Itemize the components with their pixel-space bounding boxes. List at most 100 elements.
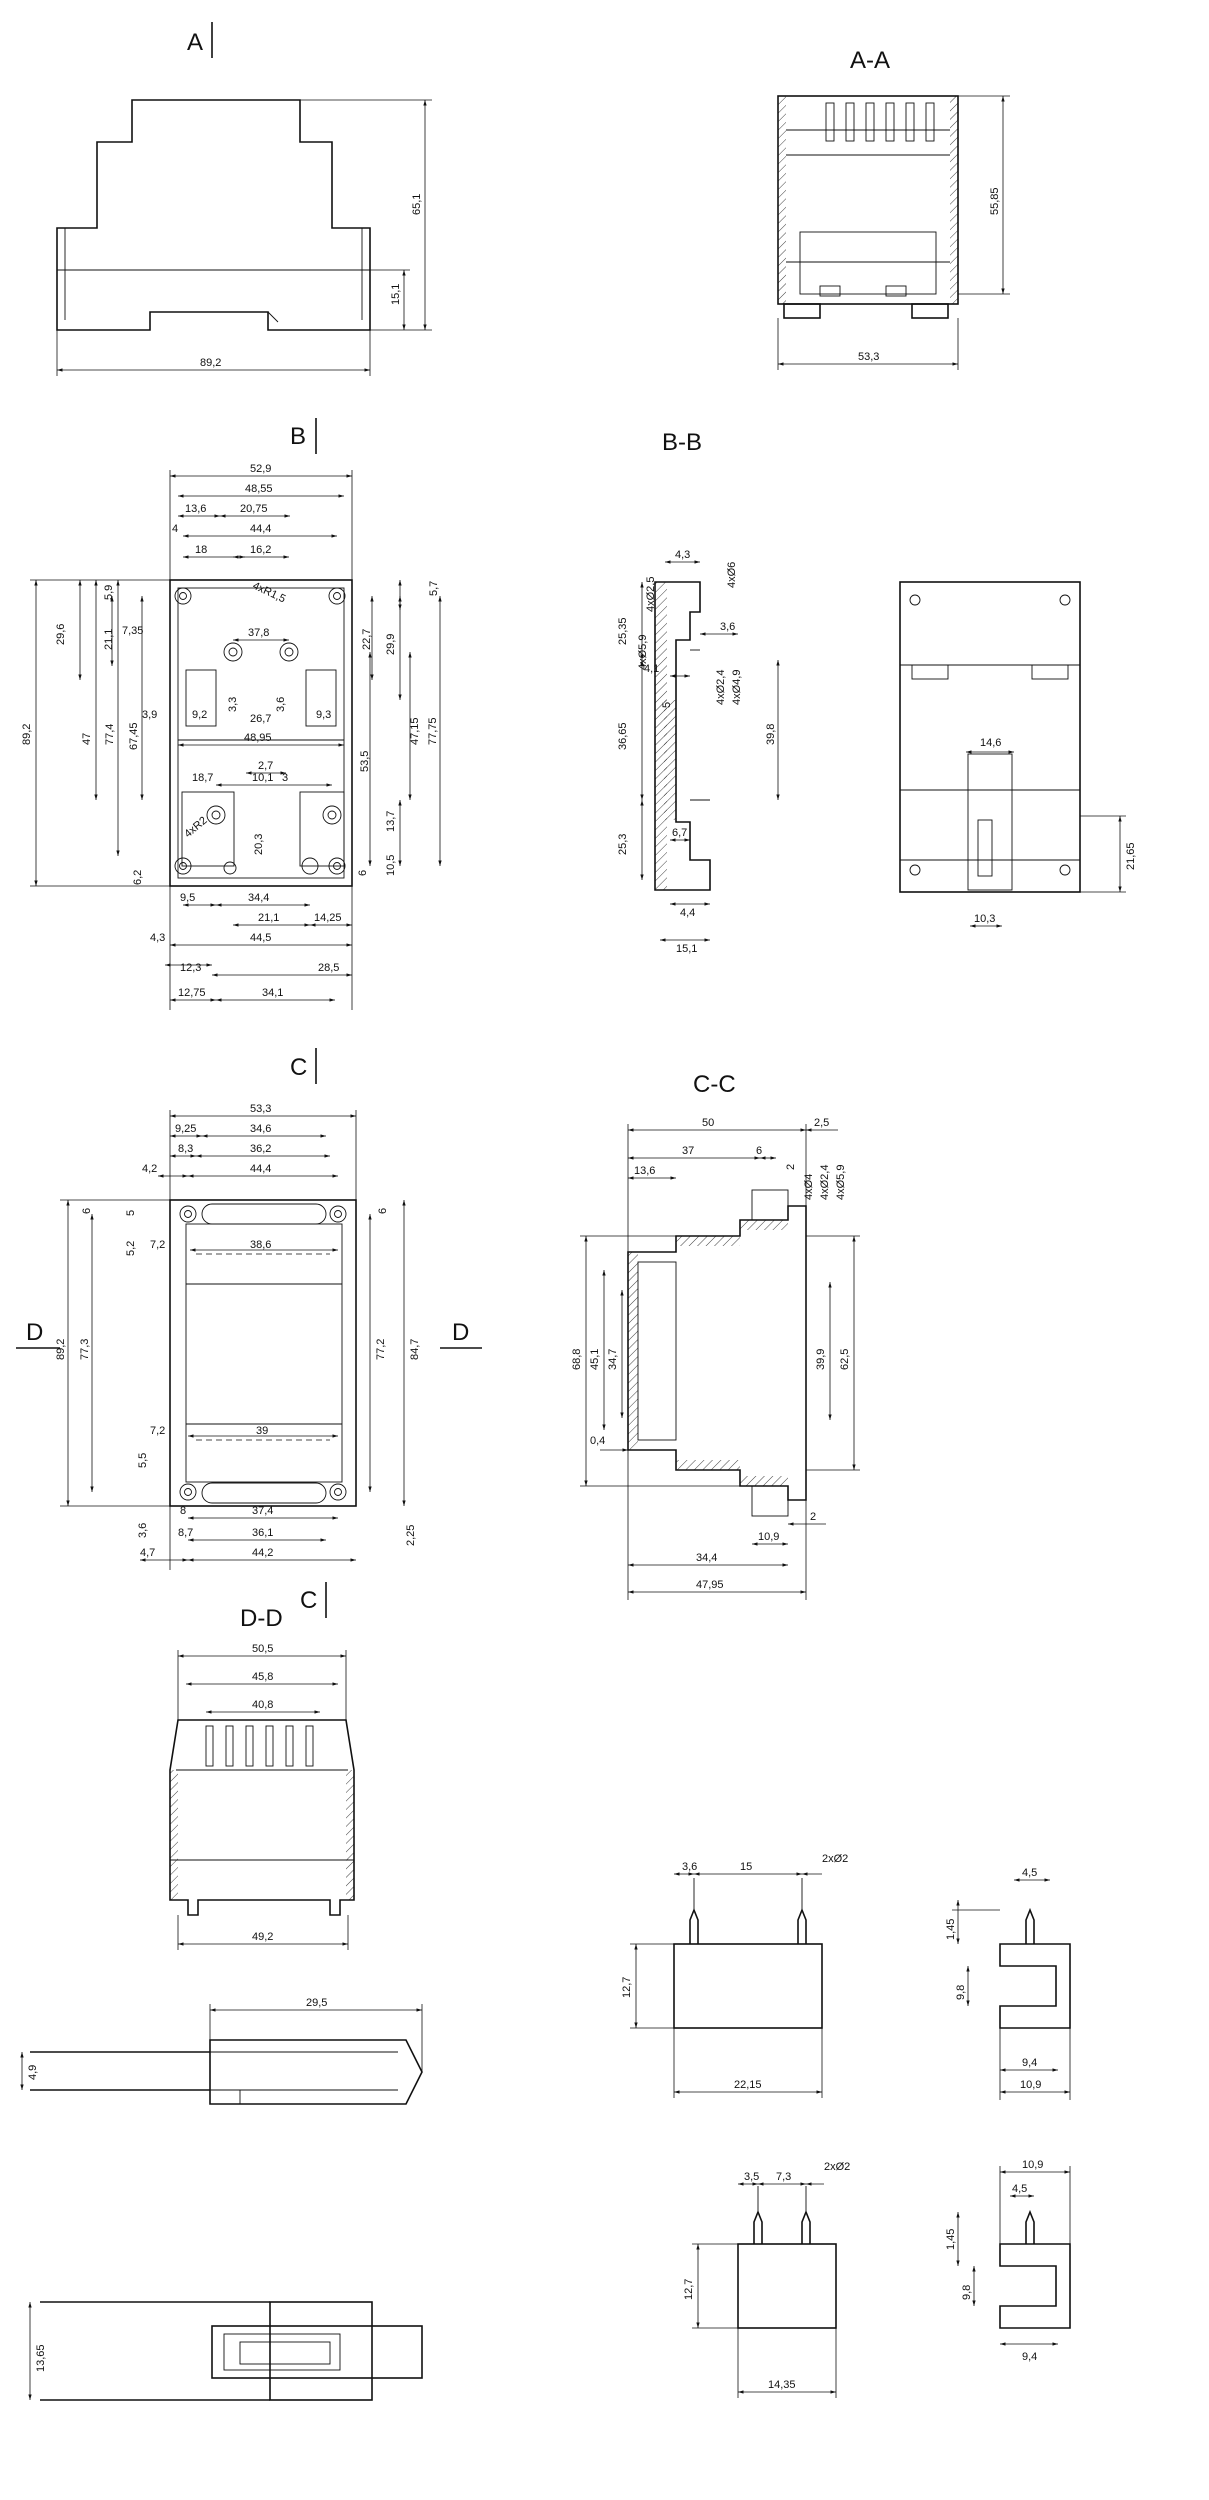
dim-dd-50-5: 50,5 bbox=[252, 1643, 273, 1655]
dim-c-39: 39 bbox=[256, 1425, 268, 1437]
dim-cc-2b: 2 bbox=[810, 1511, 816, 1523]
dim-c-9-25: 9,25 bbox=[175, 1123, 196, 1135]
dim-b-47: 47 bbox=[81, 733, 93, 745]
dim-b-18-7: 18,7 bbox=[192, 772, 213, 784]
section-cc-title: C-C bbox=[693, 1071, 736, 1098]
dim-b-4xr2: 4xR2 bbox=[182, 815, 209, 841]
dim-c-2-25: 2,25 bbox=[405, 1525, 417, 1546]
dim-b-53-5: 53,5 bbox=[359, 751, 371, 772]
dim-bb-25-35: 25,35 bbox=[617, 617, 629, 645]
terminal-block-2-view bbox=[692, 2182, 837, 2398]
dim-c-7-2b: 7,2 bbox=[150, 1425, 165, 1437]
dim-b-44-4: 44,4 bbox=[250, 523, 271, 535]
dim-bb-6-7: 6,7 bbox=[672, 827, 687, 839]
cc-section-view bbox=[580, 1124, 860, 1600]
dim-c-37-4: 37,4 bbox=[252, 1505, 273, 1517]
dim-c-5-2: 5,2 bbox=[125, 1241, 137, 1256]
dim-b-4-3: 4,3 bbox=[150, 932, 165, 944]
dim-c-5-5: 5,5 bbox=[137, 1453, 149, 1468]
dim-c-8-7: 8,7 bbox=[178, 1527, 193, 1539]
terminal-block-1-side-view bbox=[952, 1878, 1071, 2100]
terminal-block-2-side-view bbox=[956, 2166, 1071, 2346]
section-b-marker: B bbox=[290, 423, 306, 450]
dim-c-44-2: 44,2 bbox=[252, 1547, 273, 1559]
dim-b-2-7: 2,7 bbox=[258, 760, 273, 772]
dim-bb-5: 5 bbox=[661, 702, 673, 708]
dim-c-4-2: 4,2 bbox=[142, 1163, 157, 1175]
dim-b-3: 3 bbox=[282, 772, 288, 784]
dim-t1s-10-9: 10,9 bbox=[1020, 2079, 1041, 2091]
dim-cc-4x2-4: 4xØ2,4 bbox=[819, 1165, 831, 1200]
dim-t1-12-7: 12,7 bbox=[621, 1977, 633, 1998]
dim-aa-width: 53,3 bbox=[858, 351, 879, 363]
dim-c-84-7: 84,7 bbox=[409, 1339, 421, 1360]
dim-bb-4-3: 4,3 bbox=[675, 549, 690, 561]
dim-c-36-1: 36,1 bbox=[252, 1527, 273, 1539]
dim-c-5: 5 bbox=[125, 1210, 137, 1216]
dim-c-36-2: 36,2 bbox=[250, 1143, 271, 1155]
dim-b-4xr1-5: 4xR1,5 bbox=[251, 580, 288, 606]
dim-b-48-55: 48,55 bbox=[245, 483, 273, 495]
dim-cc-2: 2 bbox=[785, 1164, 797, 1170]
dim-b-29-9: 29,9 bbox=[385, 634, 397, 655]
dim-cc-0-4: 0,4 bbox=[590, 1435, 605, 1447]
dim-front-foot: 15,1 bbox=[390, 284, 402, 305]
section-d-right-marker: D bbox=[452, 1319, 469, 1346]
dim-t1-2x2: 2xØ2 bbox=[822, 1853, 848, 1865]
terminal-block-1-view bbox=[630, 1872, 823, 2098]
dim-b-20-3: 20,3 bbox=[253, 834, 265, 855]
dim-b-18: 18 bbox=[195, 544, 207, 556]
dim-b-21-1: 21,1 bbox=[103, 629, 115, 650]
dim-b-3-3: 3,3 bbox=[227, 697, 239, 712]
dim-bb-4x2-4: 4xØ2,4 bbox=[715, 670, 727, 705]
dim-b-48-95: 48,95 bbox=[244, 732, 272, 744]
bb-section-view bbox=[640, 560, 780, 942]
dim-side-21-65: 21,65 bbox=[1125, 842, 1137, 870]
dim-b-10-5: 10,5 bbox=[385, 855, 397, 876]
dim-c-34-6: 34,6 bbox=[250, 1123, 271, 1135]
dim-bb-x5-9: 4xØ5,9 bbox=[637, 635, 649, 670]
dim-t2s-1-45: 1,45 bbox=[945, 2229, 957, 2250]
dim-c-7-2a: 7,2 bbox=[150, 1239, 165, 1251]
dim-b-52-9: 52,9 bbox=[250, 463, 271, 475]
clip-top-view bbox=[28, 2301, 423, 2401]
section-d-left-marker: D bbox=[26, 1319, 43, 1346]
dim-bb-4x4-9: 4xØ4,9 bbox=[731, 670, 743, 705]
dim-b-9-2: 9,2 bbox=[192, 709, 207, 721]
dim-b-3-6: 3,6 bbox=[275, 697, 287, 712]
dim-c-6a: 6 bbox=[81, 1208, 93, 1214]
dim-bb-39-8: 39,8 bbox=[765, 724, 777, 745]
dim-t2-3-5: 3,5 bbox=[744, 2171, 759, 2183]
front-view bbox=[56, 99, 432, 376]
dim-b-13-7: 13,7 bbox=[385, 811, 397, 832]
dim-front-width: 89,2 bbox=[200, 357, 221, 369]
dim-cc-50: 50 bbox=[702, 1117, 714, 1129]
dim-cc-10-9: 10,9 bbox=[758, 1531, 779, 1543]
dim-c-89-2: 89,2 bbox=[55, 1339, 67, 1360]
dim-t2s-10-9: 10,9 bbox=[1022, 2159, 1043, 2171]
dim-dd-49-2: 49,2 bbox=[252, 1931, 273, 1943]
dim-b-21-1b: 21,1 bbox=[258, 912, 279, 924]
dim-cc-34-7: 34,7 bbox=[607, 1349, 619, 1370]
dim-bb-4-1: 4,1 bbox=[644, 663, 659, 675]
dim-bb-15-1: 15,1 bbox=[676, 943, 697, 955]
clip-side-view bbox=[20, 2004, 423, 2105]
dim-cc-6: 6 bbox=[756, 1145, 762, 1157]
section-aa-title: A-A bbox=[850, 47, 890, 74]
dim-bb-36-65: 36,65 bbox=[617, 722, 629, 750]
dim-bb-4x2-5: 4xØ2,5 bbox=[645, 577, 657, 612]
dim-cc-68-8: 68,8 bbox=[571, 1349, 583, 1370]
dim-b-29-6: 29,6 bbox=[55, 624, 67, 645]
dim-c-3-6: 3,6 bbox=[137, 1523, 149, 1538]
dim-b-12-3: 12,3 bbox=[180, 962, 201, 974]
dim-b-7-35: 7,35 bbox=[122, 625, 143, 637]
dim-clip-4-9: 4,9 bbox=[27, 2065, 39, 2080]
dim-t1s-9-8: 9,8 bbox=[955, 1985, 967, 2000]
dim-b-44-5: 44,5 bbox=[250, 932, 271, 944]
dim-clip-29-5: 29,5 bbox=[306, 1997, 327, 2009]
dim-t2-2x2: 2xØ2 bbox=[824, 2161, 850, 2173]
dim-b-34-1: 34,1 bbox=[262, 987, 283, 999]
dim-b-89-2: 89,2 bbox=[21, 724, 33, 745]
dim-b-22-7: 22,7 bbox=[361, 629, 373, 650]
dim-t2s-9-8: 9,8 bbox=[961, 2285, 973, 2300]
